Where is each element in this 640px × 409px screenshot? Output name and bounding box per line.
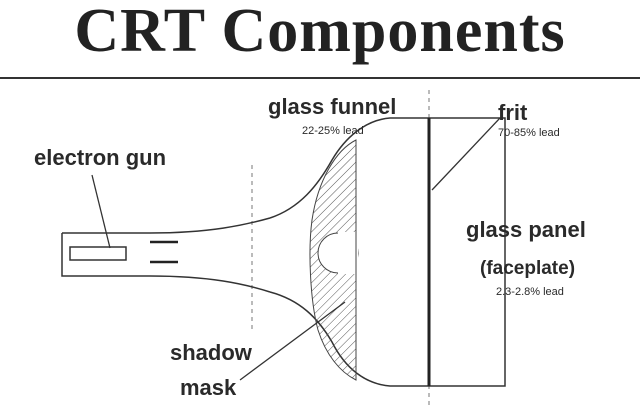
panel-lead-label: 2.3-2.8% lead [496, 286, 564, 298]
glass-funnel-label: glass funnel [268, 94, 397, 119]
crt-neck-top [62, 217, 271, 234]
shadow-mask-leader [239, 301, 346, 381]
frit-lead-label: 70-85% lead [498, 127, 560, 139]
glass-panel-label: glass panel [466, 217, 586, 242]
frit-label: frit [498, 100, 528, 125]
faceplate-label: (faceplate) [480, 258, 576, 279]
glass-funnel-outline [269, 117, 506, 387]
crt-neck [61, 233, 271, 293]
title-divider [0, 77, 640, 79]
electron-gun-body [69, 246, 127, 261]
electron-gun-label: electron gun [34, 145, 167, 170]
shadow-label: shadow [170, 340, 252, 365]
frit-leader [431, 117, 501, 191]
mask-label: mask [180, 375, 237, 400]
diagram-title: CRT Components [74, 0, 566, 65]
glass-funnel-lead-label: 22-25% lead [302, 125, 364, 137]
electron-gun-leader [91, 174, 111, 249]
shadow-mask-notch [338, 232, 358, 274]
